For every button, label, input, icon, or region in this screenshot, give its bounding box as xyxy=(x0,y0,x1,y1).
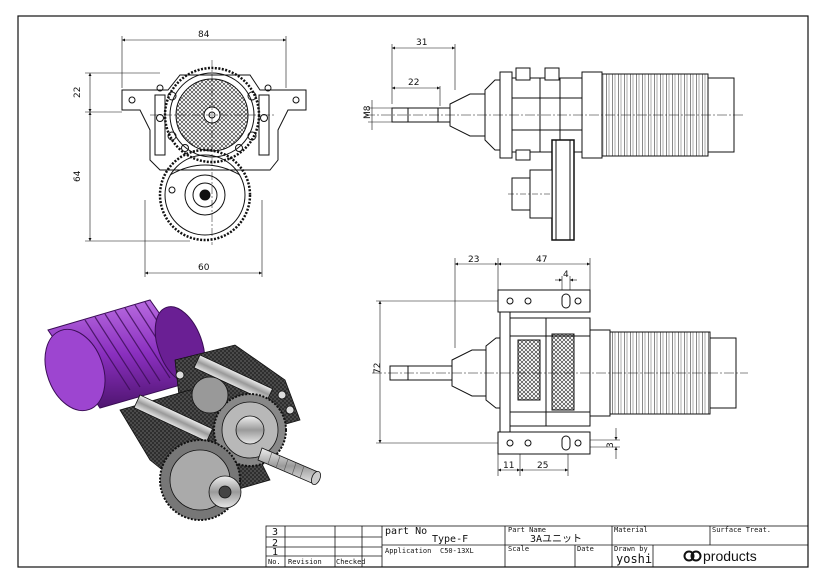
revision-row-1: 1 xyxy=(272,547,278,558)
scale-label: Scale xyxy=(508,545,529,553)
dim-top-bottom-offset: 11 xyxy=(503,461,514,471)
col-revision-label: Revision xyxy=(288,558,322,566)
dim-top-body: 47 xyxy=(536,255,547,265)
application-label: Application xyxy=(385,547,431,555)
part-name-value: 3Aユニット xyxy=(530,534,582,545)
top-dimension-lines xyxy=(376,258,620,476)
drawn-by-label: Drawn by xyxy=(614,545,648,553)
gearbox-assembly xyxy=(119,344,301,521)
part-no-label: part No xyxy=(385,526,427,537)
dim-side-shaft-total: 31 xyxy=(416,38,427,48)
col-no-label: No. xyxy=(268,558,281,566)
company-logo xyxy=(683,550,702,562)
dim-top-offset: 23 xyxy=(468,255,479,265)
revision-row-2: 2 xyxy=(272,538,278,549)
front-dimension-lines xyxy=(85,36,287,277)
part-no-value: Type-F xyxy=(432,534,468,545)
date-label: Date xyxy=(577,545,594,553)
dim-top-hole: 3 xyxy=(606,442,616,448)
material-label: Material xyxy=(614,526,648,534)
drawn-by-value: yoshi xyxy=(616,552,652,566)
company-name: products xyxy=(703,548,757,564)
part-name-label: Part Name xyxy=(508,526,546,534)
dim-top-height: 72 xyxy=(373,363,383,374)
isometric-render xyxy=(44,299,321,521)
title-block xyxy=(265,525,809,568)
dim-front-width: 84 xyxy=(198,30,210,40)
dim-side-shaft: 22 xyxy=(408,78,419,88)
dim-side-thread: M8 xyxy=(363,105,373,119)
dim-top-slot: 4 xyxy=(563,270,569,280)
side-view xyxy=(365,67,745,241)
dim-front-height: 64 xyxy=(73,170,83,182)
col-checked-label: Checked xyxy=(336,558,366,566)
top-view xyxy=(372,289,748,455)
revision-row-3: 3 xyxy=(272,527,278,538)
application-value: C50-13XL xyxy=(440,547,474,555)
front-view xyxy=(121,60,307,245)
surface-treat-label: Surface Treat. xyxy=(712,526,771,534)
dim-top-bottom-spacing: 25 xyxy=(537,461,548,471)
dim-front-top: 22 xyxy=(73,87,83,98)
output-shaft xyxy=(257,447,321,486)
side-dimension-lines xyxy=(368,44,456,130)
dim-front-bottom-width: 60 xyxy=(198,263,210,273)
